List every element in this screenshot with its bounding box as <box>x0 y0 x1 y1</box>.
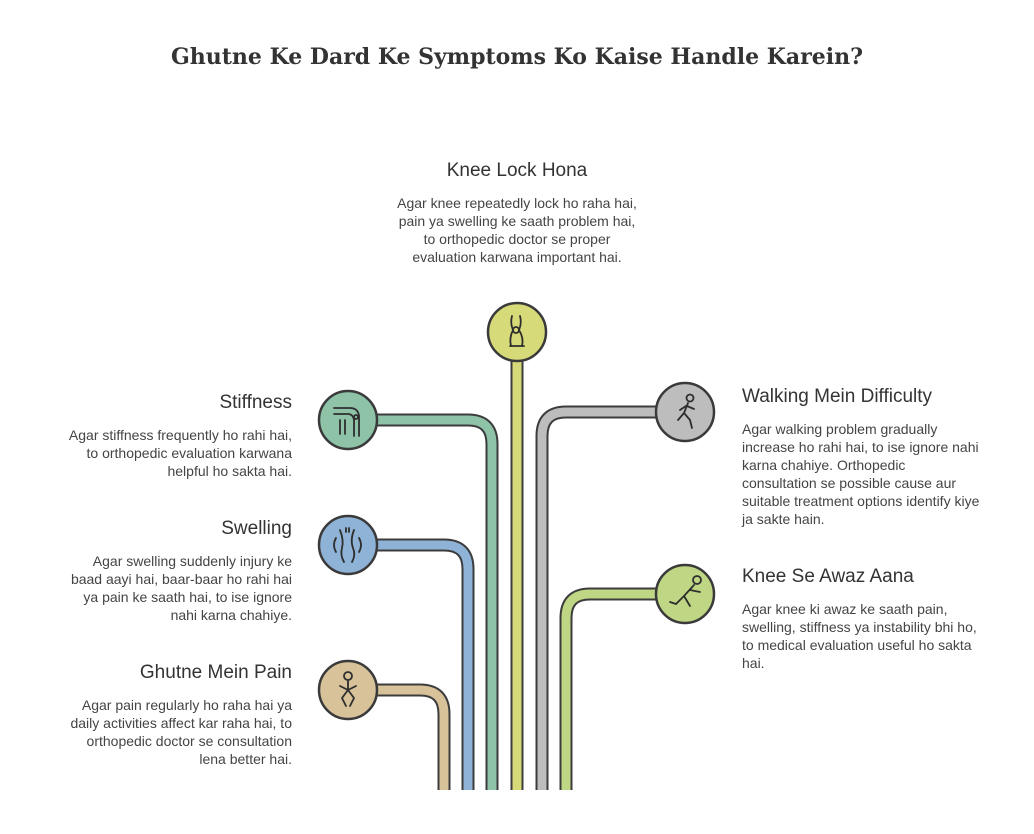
item-heading: Knee Lock Hona <box>446 160 588 181</box>
item-heading: Knee Se Awaz Aana <box>742 566 914 587</box>
item-body: Agar pain regularly ho raha hai ya daily… <box>70 697 292 767</box>
item-ghutne-mein-pain: Ghutne Mein Pain Agar pain regularly ho … <box>60 662 292 768</box>
stem-pain <box>348 685 449 790</box>
circle-swelling <box>317 514 379 576</box>
item-heading: Stiffness <box>219 392 292 413</box>
walking-person-icon <box>677 393 695 429</box>
bent-knee-icon <box>333 407 360 437</box>
item-body: Agar knee repeatedly lock ho raha hai, p… <box>397 195 637 265</box>
circle-stiffness <box>317 389 379 451</box>
kneeling-person-icon <box>669 575 702 607</box>
item-knee-lock: Knee Lock Hona Agar knee repeatedly lock… <box>392 160 642 266</box>
item-body: Agar knee ki awaz ke saath pain, swellin… <box>742 601 977 671</box>
person-knee-pain-icon <box>339 671 357 707</box>
item-knee-se-awaz: Knee Se Awaz Aana Agar knee ki awaz ke s… <box>742 566 982 672</box>
item-heading: Ghutne Mein Pain <box>139 662 292 683</box>
item-heading: Swelling <box>221 518 292 539</box>
item-stiffness: Stiffness Agar stiffness frequently ho r… <box>60 392 292 480</box>
knee-joint-icon <box>509 315 525 347</box>
item-swelling: Swelling Agar swelling suddenly injury k… <box>60 518 292 624</box>
stem-sound <box>561 589 685 790</box>
stem-stiffness <box>348 415 497 790</box>
item-walking-difficulty: Walking Mein Difficulty Agar walking pro… <box>742 386 982 528</box>
swollen-knee-icon <box>333 527 362 563</box>
item-heading: Walking Mein Difficulty <box>742 386 933 407</box>
item-body: Agar swelling suddenly injury ke baad aa… <box>70 553 292 623</box>
stem-swelling <box>348 540 473 790</box>
page-title: Ghutne Ke Dard Ke Symptoms Ko Kaise Hand… <box>170 44 864 70</box>
stem-walking <box>537 407 685 790</box>
item-body: Agar stiffness frequently ho rahi hai, t… <box>68 427 292 479</box>
item-body: Agar walking problem gradually increase … <box>742 421 980 527</box>
